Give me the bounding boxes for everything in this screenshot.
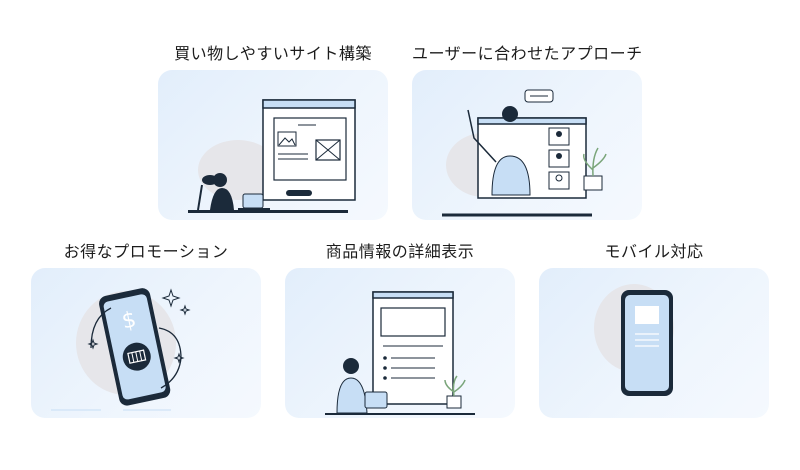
- feature-title: 商品情報の詳細表示: [325, 242, 475, 261]
- feature-title: ユーザーに合わせたアプローチ: [412, 44, 643, 63]
- phone-cart-promotion-icon: $: [51, 288, 191, 411]
- feature-card: [158, 70, 388, 220]
- feature-title: お得なプロモーション: [63, 242, 229, 261]
- video-call-illustration-icon: [442, 89, 607, 217]
- product-detail-illustration-icon: [325, 291, 475, 415]
- feature-card: [412, 70, 642, 220]
- feature-card: [285, 268, 515, 418]
- feature-card: [539, 268, 769, 418]
- feature-title: 買い物しやすいサイト構築: [174, 44, 372, 63]
- svg-text:$: $: [120, 307, 139, 334]
- shopping-site-illustration-icon: [188, 99, 356, 213]
- feature-title: モバイル対応: [604, 242, 704, 261]
- mobile-phone-icon: [594, 284, 674, 396]
- feature-card: $: [31, 268, 261, 418]
